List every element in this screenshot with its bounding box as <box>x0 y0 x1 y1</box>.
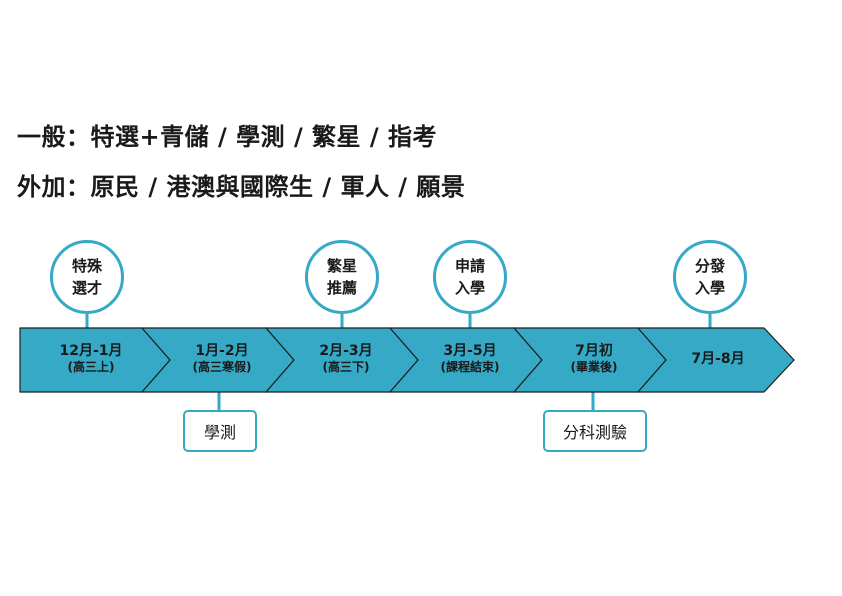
segment-label-6: 7月-8月 <box>663 351 773 368</box>
milestone-star-recommendation: 繁星 推薦 <box>305 240 379 314</box>
timeline-segment-6 <box>636 327 795 393</box>
milestone-line: 繁星 <box>326 257 357 275</box>
milestone-line: 入學 <box>694 279 725 297</box>
milestone-line: 選才 <box>71 279 102 297</box>
milestone-line: 分發 <box>694 257 725 275</box>
segment-period: 3月-5月 <box>443 343 497 359</box>
segment-period: 2月-3月 <box>319 343 373 359</box>
segment-label-1: 12月-1月 (高三上) <box>36 343 146 375</box>
milestone-distribution-admission: 分發 入學 <box>673 240 747 314</box>
milestone-line: 推薦 <box>326 279 357 297</box>
milestone-application-admission: 申請 入學 <box>433 240 507 314</box>
milestone-label: 學測 <box>203 423 236 442</box>
segment-note: (課程結束) <box>440 360 500 374</box>
milestone-line: 入學 <box>454 279 485 297</box>
segment-label-4: 3月-5月 (課程結束) <box>415 343 525 375</box>
milestone-gsat: 學測 <box>183 410 257 452</box>
heading-general: 一般：特選+青儲 / 學測 / 繁星 / 指考 <box>17 123 438 151</box>
milestone-special-selection: 特殊 選才 <box>50 240 124 314</box>
milestone-label: 分科測驗 <box>562 423 627 442</box>
milestone-subject-exam: 分科測驗 <box>543 410 647 452</box>
milestone-line: 特殊 <box>71 257 102 275</box>
heading-extra: 外加：原民 / 港澳與國際生 / 軍人 / 願景 <box>17 173 466 201</box>
segment-period: 7月初 <box>575 343 613 359</box>
segment-note: (畢業後) <box>570 360 618 374</box>
segment-label-2: 1月-2月 (高三寒假) <box>167 343 277 375</box>
segment-period: 7月-8月 <box>691 351 745 367</box>
segment-note: (高三寒假) <box>192 360 252 374</box>
segment-period: 1月-2月 <box>195 343 249 359</box>
segment-period: 12月-1月 <box>59 343 123 359</box>
segment-note: (高三下) <box>322 360 370 374</box>
segment-label-3: 2月-3月 (高三下) <box>291 343 401 375</box>
segment-label-5: 7月初 (畢業後) <box>539 343 649 375</box>
segment-note: (高三上) <box>67 360 115 374</box>
milestone-line: 申請 <box>454 257 485 275</box>
